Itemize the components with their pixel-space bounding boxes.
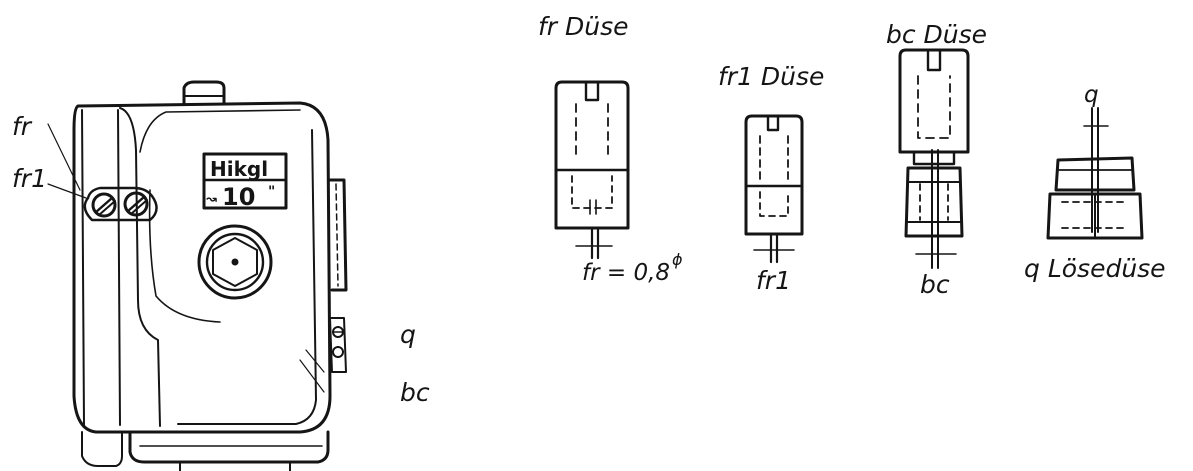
top-nut [182, 80, 226, 105]
label-fr1: fr1 [12, 164, 47, 193]
bc-nozzle-drawing [898, 48, 970, 269]
nameplate-line2-suffix: " [268, 184, 275, 200]
nameplate-line2: 10 [222, 183, 255, 211]
fr-nozzle-drawing [554, 80, 630, 260]
screw-block [83, 186, 158, 222]
label-bc: bc [400, 378, 430, 407]
fr1-nozzle-caption: fr1 [756, 266, 791, 295]
label-fr: fr [12, 112, 32, 141]
valve-outline [72, 101, 332, 434]
q-nozzle-caption: q Lösedüse [1024, 254, 1166, 283]
hex-plug-outer [197, 224, 273, 300]
fr-nozzle-caption: fr = 0,8 [582, 260, 671, 286]
fr1-nozzle-drawing [744, 114, 804, 264]
q-nozzle-drawing [1046, 107, 1144, 240]
fr-nozzle-caption-mark: ϕ [672, 250, 683, 269]
fr-nozzle-title: fr Düse [538, 12, 629, 41]
label-q: q [400, 320, 416, 349]
q-nozzle-top-label: q [1084, 82, 1099, 108]
side-flange [328, 178, 348, 292]
side-screw-block [329, 317, 347, 373]
bottom-flange [128, 430, 330, 464]
nameplate-line1: Hikgl [210, 157, 268, 181]
bc-nozzle-caption: bc [920, 270, 950, 299]
fr1-nozzle-title: fr1 Düse [718, 62, 825, 91]
nameplate-arrow-icon: ↝ [206, 192, 217, 207]
bc-nozzle-title: bc Düse [886, 20, 988, 49]
